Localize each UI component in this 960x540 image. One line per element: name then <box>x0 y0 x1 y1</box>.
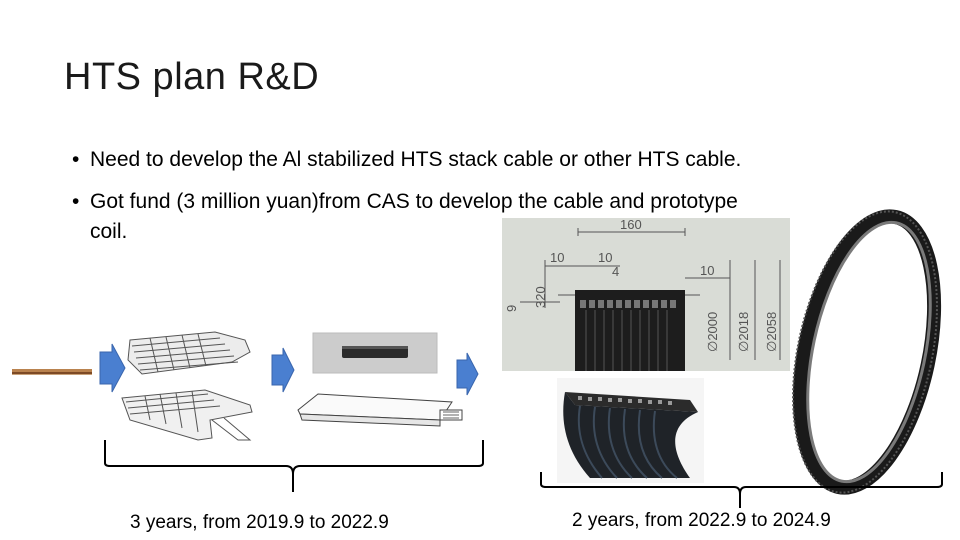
bullet-2-continuation: coil. <box>90 220 128 243</box>
dim-height-b: 320 <box>533 286 548 308</box>
slide-title: HTS plan R&D <box>64 56 320 98</box>
dim-diameter-1: ∅2000 <box>705 312 720 352</box>
bullet-dot: • <box>72 148 80 171</box>
twisted-stack-sketch-top <box>127 331 251 375</box>
dim-left-gap: 10 <box>550 250 564 265</box>
dim-tick: 4 <box>612 264 619 279</box>
bent-cable-render-image <box>557 378 704 483</box>
prototype-coil-ring-image <box>792 205 942 495</box>
arrow-1-icon <box>99 343 126 393</box>
phase2-bracket <box>540 472 943 508</box>
engineering-drawing-image: 160 10 10 4 10 9 320 ∅2000 ∅2018 ∅2058 <box>502 217 790 371</box>
bullet-2-text: Got fund (3 million yuan)from CAS to dev… <box>90 190 738 213</box>
hts-tape-image <box>12 362 94 382</box>
dim-right-gap: 10 <box>700 263 714 278</box>
dim-top: 160 <box>620 217 642 232</box>
dim-height-a: 9 <box>504 305 519 312</box>
twisted-stack-sketch-bottom <box>121 389 253 441</box>
dim-diameter-3: ∅2058 <box>764 312 779 352</box>
bullet-2: • Got fund (3 million yuan)from CAS to de… <box>72 190 738 214</box>
bullet-dot: • <box>72 190 80 213</box>
arrow-2-icon <box>271 347 295 393</box>
cable-cross-section-image <box>312 332 438 374</box>
bullet-1-text: Need to develop the Al stabilized HTS st… <box>90 148 742 171</box>
phase1-bracket <box>104 440 484 492</box>
dim-diameter-2: ∅2018 <box>736 312 751 352</box>
arrow-3-icon <box>456 352 479 396</box>
phase2-caption: 2 years, from 2022.9 to 2024.9 <box>572 510 831 531</box>
bullet-1: • Need to develop the Al stabilized HTS s… <box>72 148 741 172</box>
phase1-caption: 3 years, from 2019.9 to 2022.9 <box>130 512 389 533</box>
cable-isometric-sketch <box>297 393 463 427</box>
dim-mid-gap: 10 <box>598 250 612 265</box>
